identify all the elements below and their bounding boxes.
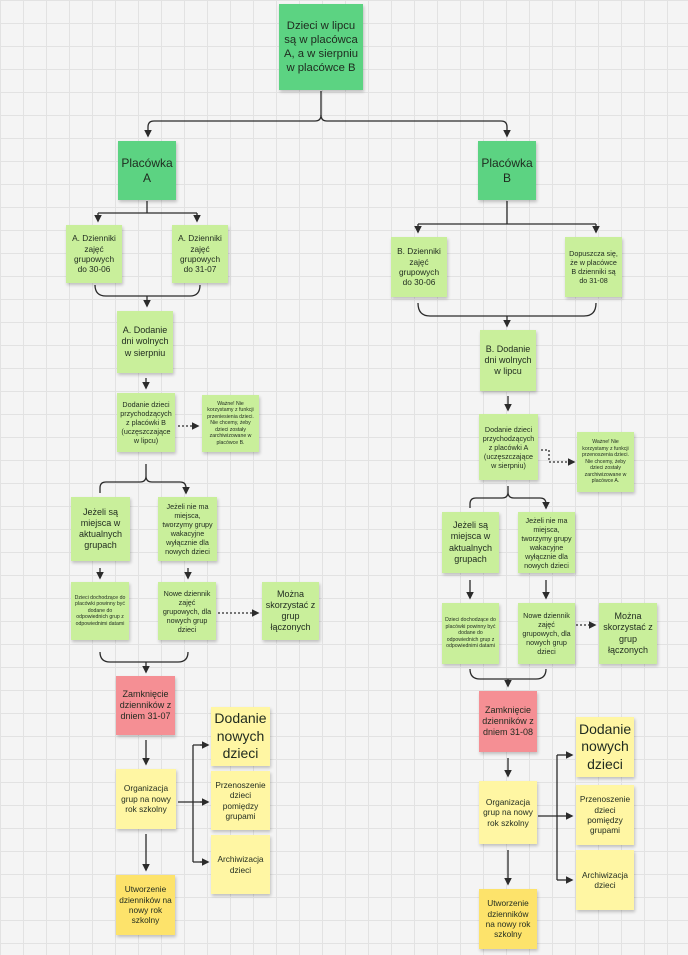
connector-root-b bbox=[320, 114, 511, 138]
note-b-dzienniki-3006[interactable]: B. Dzienniki zajęć grupowych do 30-06 bbox=[391, 237, 447, 297]
note-a-archiwizacja[interactable]: Archiwizacja dzieci bbox=[211, 835, 270, 894]
connector-root-a bbox=[144, 91, 322, 138]
note-placowka-a[interactable]: Placówka A bbox=[118, 141, 176, 200]
note-b-dzieci-dochodzace[interactable]: Dzieci dochodzące do placówki powinny by… bbox=[442, 603, 499, 664]
note-b-nowe-dziennik[interactable]: Nowe dziennik zajęć grupowych, dla nowyc… bbox=[518, 603, 575, 664]
note-b-wazne[interactable]: Ważne! Nie korzystamy z funkcji przenosz… bbox=[577, 432, 634, 492]
note-b-mozna[interactable]: Można skorzystać z grup łączonych bbox=[599, 603, 657, 664]
note-b-zamkniecie[interactable]: Zamknięcie dzienników z dniem 31-08 bbox=[479, 691, 537, 752]
note-b-dopuszcza[interactable]: Dopuszcza się, że w placówce B dzienniki… bbox=[565, 237, 622, 297]
connector-a-fan bbox=[178, 744, 207, 863]
note-b-organizacja[interactable]: Organizacja grup na nowy rok szkolny bbox=[479, 781, 537, 844]
note-a-przenoszenie[interactable]: Przenoszenie dzieci pomiędzy grupami bbox=[211, 771, 270, 830]
note-a-utworzenie[interactable]: Utworzenie dzienników na nowy rok szkoln… bbox=[116, 875, 175, 935]
connector-b-fan bbox=[538, 755, 558, 880]
note-a-zamkniecie[interactable]: Zamknięcie dzienników z dniem 31-07 bbox=[116, 676, 175, 735]
note-a-jezeli-nie[interactable]: Jeżeli nie ma miejsca, tworzymy grupy wa… bbox=[158, 497, 217, 561]
note-a-nowe-dziennik[interactable]: Nowe dziennik zajęć grupowych, dla nowyc… bbox=[158, 582, 216, 640]
note-a-wazne[interactable]: Ważne! Nie korzystamy z funkcji przenies… bbox=[202, 395, 259, 452]
connector-b-bracket2 bbox=[469, 668, 547, 686]
connector-b-split bbox=[418, 201, 596, 225]
note-a-dodanie-dni[interactable]: A. Dodanie dni wolnych w sierpniu bbox=[117, 311, 173, 373]
note-a-mozna[interactable]: Można skorzystać z grup łączonych bbox=[262, 582, 319, 640]
connector-b-split2 bbox=[469, 486, 546, 508]
note-a-dodanie-nowych[interactable]: Dodanie nowych dzieci bbox=[211, 707, 270, 766]
note-a-organizacja[interactable]: Organizacja grup na nowy rok szkolny bbox=[116, 769, 176, 829]
note-b-dodanie-dni[interactable]: B. Dodanie dni wolnych w lipcu bbox=[480, 330, 536, 391]
note-a-dzienniki-3107[interactable]: A. Dzienniki zajęć grupowych do 31-07 bbox=[172, 225, 228, 283]
note-b-utworzenie[interactable]: Utworzenie dzienników na nowy rok szkoln… bbox=[479, 889, 537, 949]
connector-a-split2 bbox=[99, 464, 186, 493]
note-root[interactable]: Dzieci w lipcu są w placówca A, a w sier… bbox=[279, 4, 363, 90]
note-a-dzieci-dochodzace[interactable]: Dzieci dochodzące do placówki powinny by… bbox=[71, 582, 129, 640]
note-a-jezeli-sa[interactable]: Jeżeli są miejsca w aktualnych grupach bbox=[71, 497, 130, 561]
note-placowka-b[interactable]: Placówka B bbox=[478, 141, 536, 200]
note-b-jezeli-nie[interactable]: Jeżeli nie ma miejsca, tworzymy grupy wa… bbox=[518, 512, 575, 573]
connector-b-bracket bbox=[417, 302, 597, 326]
note-b-dodanie-dzieci[interactable]: Dodanie dzieci przychodzących z placówki… bbox=[479, 414, 538, 480]
note-a-dzienniki-3006[interactable]: A. Dzienniki zajęć grupowych do 30-06 bbox=[66, 225, 122, 283]
connector-b-dzieci-to-wazne bbox=[541, 449, 576, 466]
note-b-jezeli-sa[interactable]: Jeżeli są miejsca w aktualnych grupach bbox=[442, 512, 499, 573]
connector-a-split bbox=[98, 201, 197, 214]
note-a-dodanie-dzieci[interactable]: Dodanie dzieci przychodzących z placówki… bbox=[117, 393, 175, 452]
connector-a-bracket bbox=[94, 284, 201, 306]
note-b-archiwizacja[interactable]: Archiwizacja dzieci bbox=[576, 850, 634, 910]
note-b-dodanie-nowych[interactable]: Dodanie nowych dzieci bbox=[576, 717, 634, 777]
connector-a-bracket2 bbox=[99, 651, 189, 672]
note-b-przenoszenie[interactable]: Przenoszenie dzieci pomiędzy grupami bbox=[576, 785, 634, 845]
